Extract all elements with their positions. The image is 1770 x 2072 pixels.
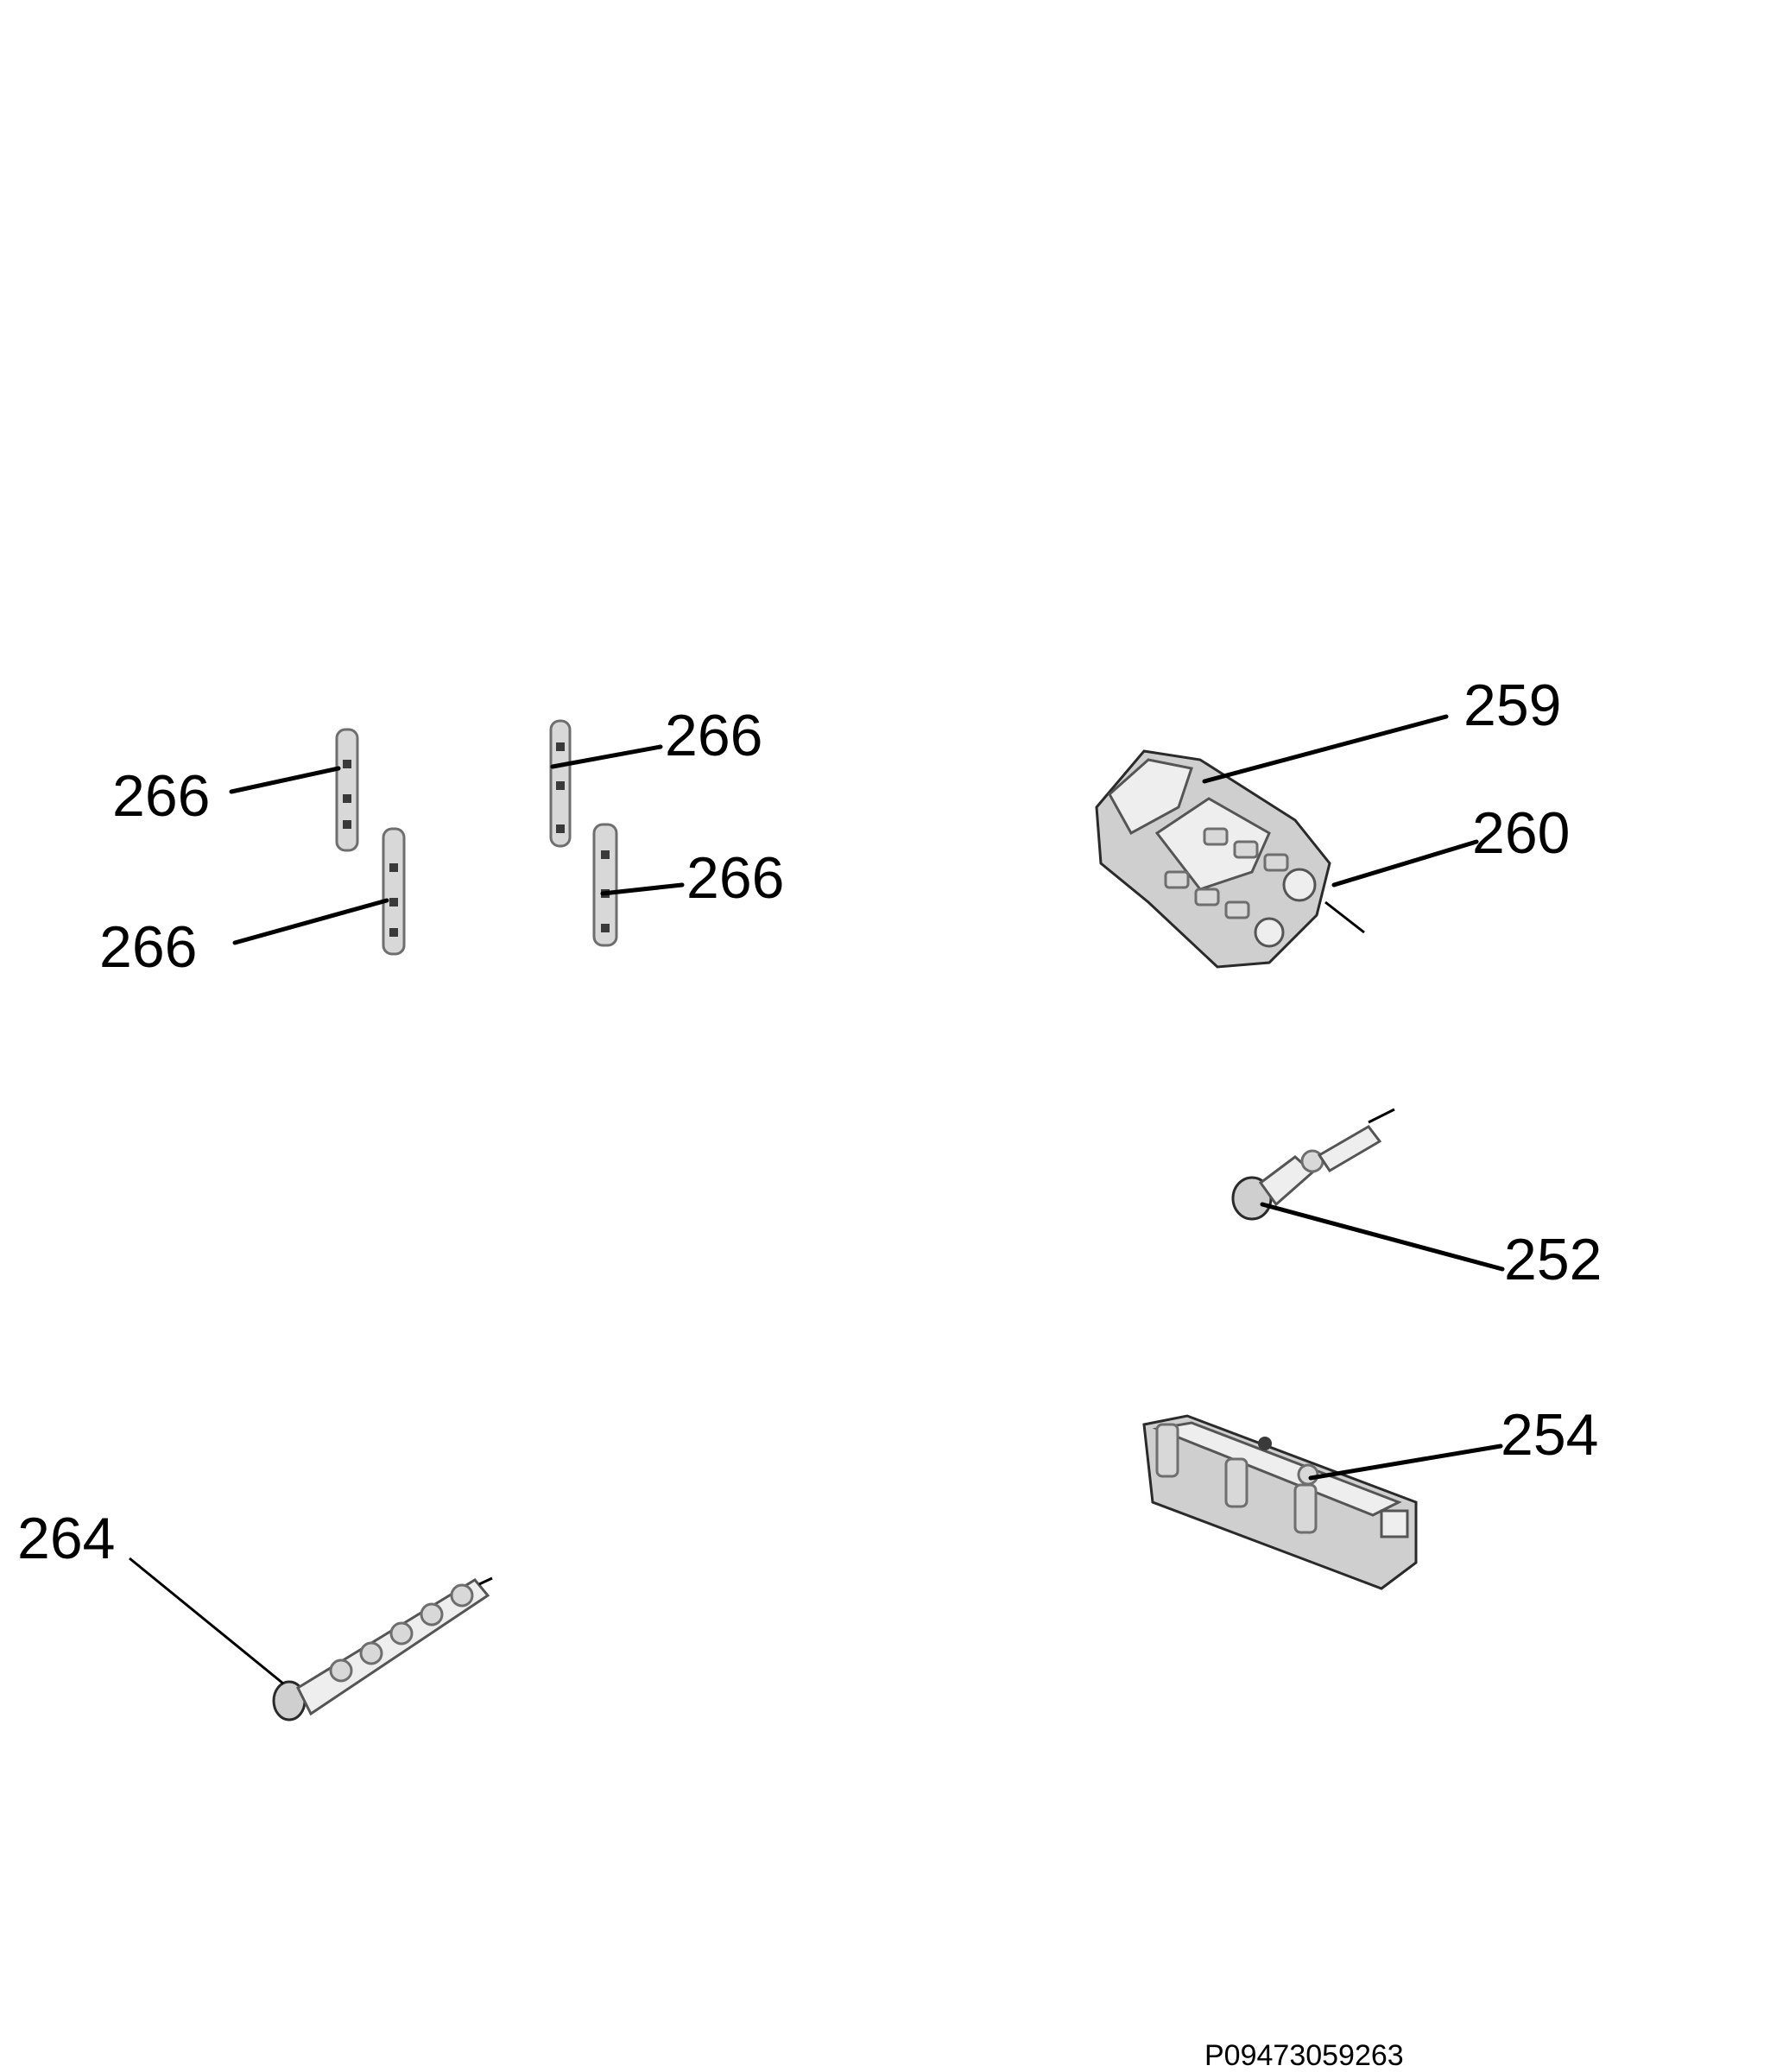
callout-266-a: 266 — [112, 763, 210, 829]
pin-266-upper-right — [549, 719, 572, 848]
pin-266-lower-left — [382, 827, 406, 956]
switch-block-assembly — [1095, 749, 1365, 969]
knob-shaft-252 — [1231, 1108, 1395, 1221]
callout-266-b: 266 — [665, 703, 762, 768]
leader-266-a — [229, 766, 341, 794]
callout-264: 264 — [17, 1506, 115, 1571]
pin-266-upper-left — [335, 728, 359, 852]
callout-260: 260 — [1472, 800, 1570, 866]
leader-266-c — [232, 898, 389, 945]
pin-266-lower-right — [592, 823, 618, 947]
reference-code: P09473059263 — [1204, 2039, 1404, 2072]
callout-266-d: 266 — [686, 845, 784, 911]
leader-254 — [1308, 1443, 1503, 1481]
leader-266-b — [550, 744, 663, 769]
leader-259 — [1202, 714, 1449, 784]
callout-266-c: 266 — [99, 914, 197, 980]
callout-252: 252 — [1504, 1227, 1602, 1292]
terminal-block-254 — [1142, 1414, 1418, 1590]
spring-shaft-264 — [272, 1576, 493, 1721]
leader-252 — [1260, 1202, 1505, 1272]
leader-260 — [1331, 839, 1479, 888]
leader-266-d — [600, 882, 685, 896]
callout-259: 259 — [1463, 673, 1561, 738]
callout-254: 254 — [1501, 1402, 1598, 1468]
leader-264 — [129, 1557, 284, 1685]
